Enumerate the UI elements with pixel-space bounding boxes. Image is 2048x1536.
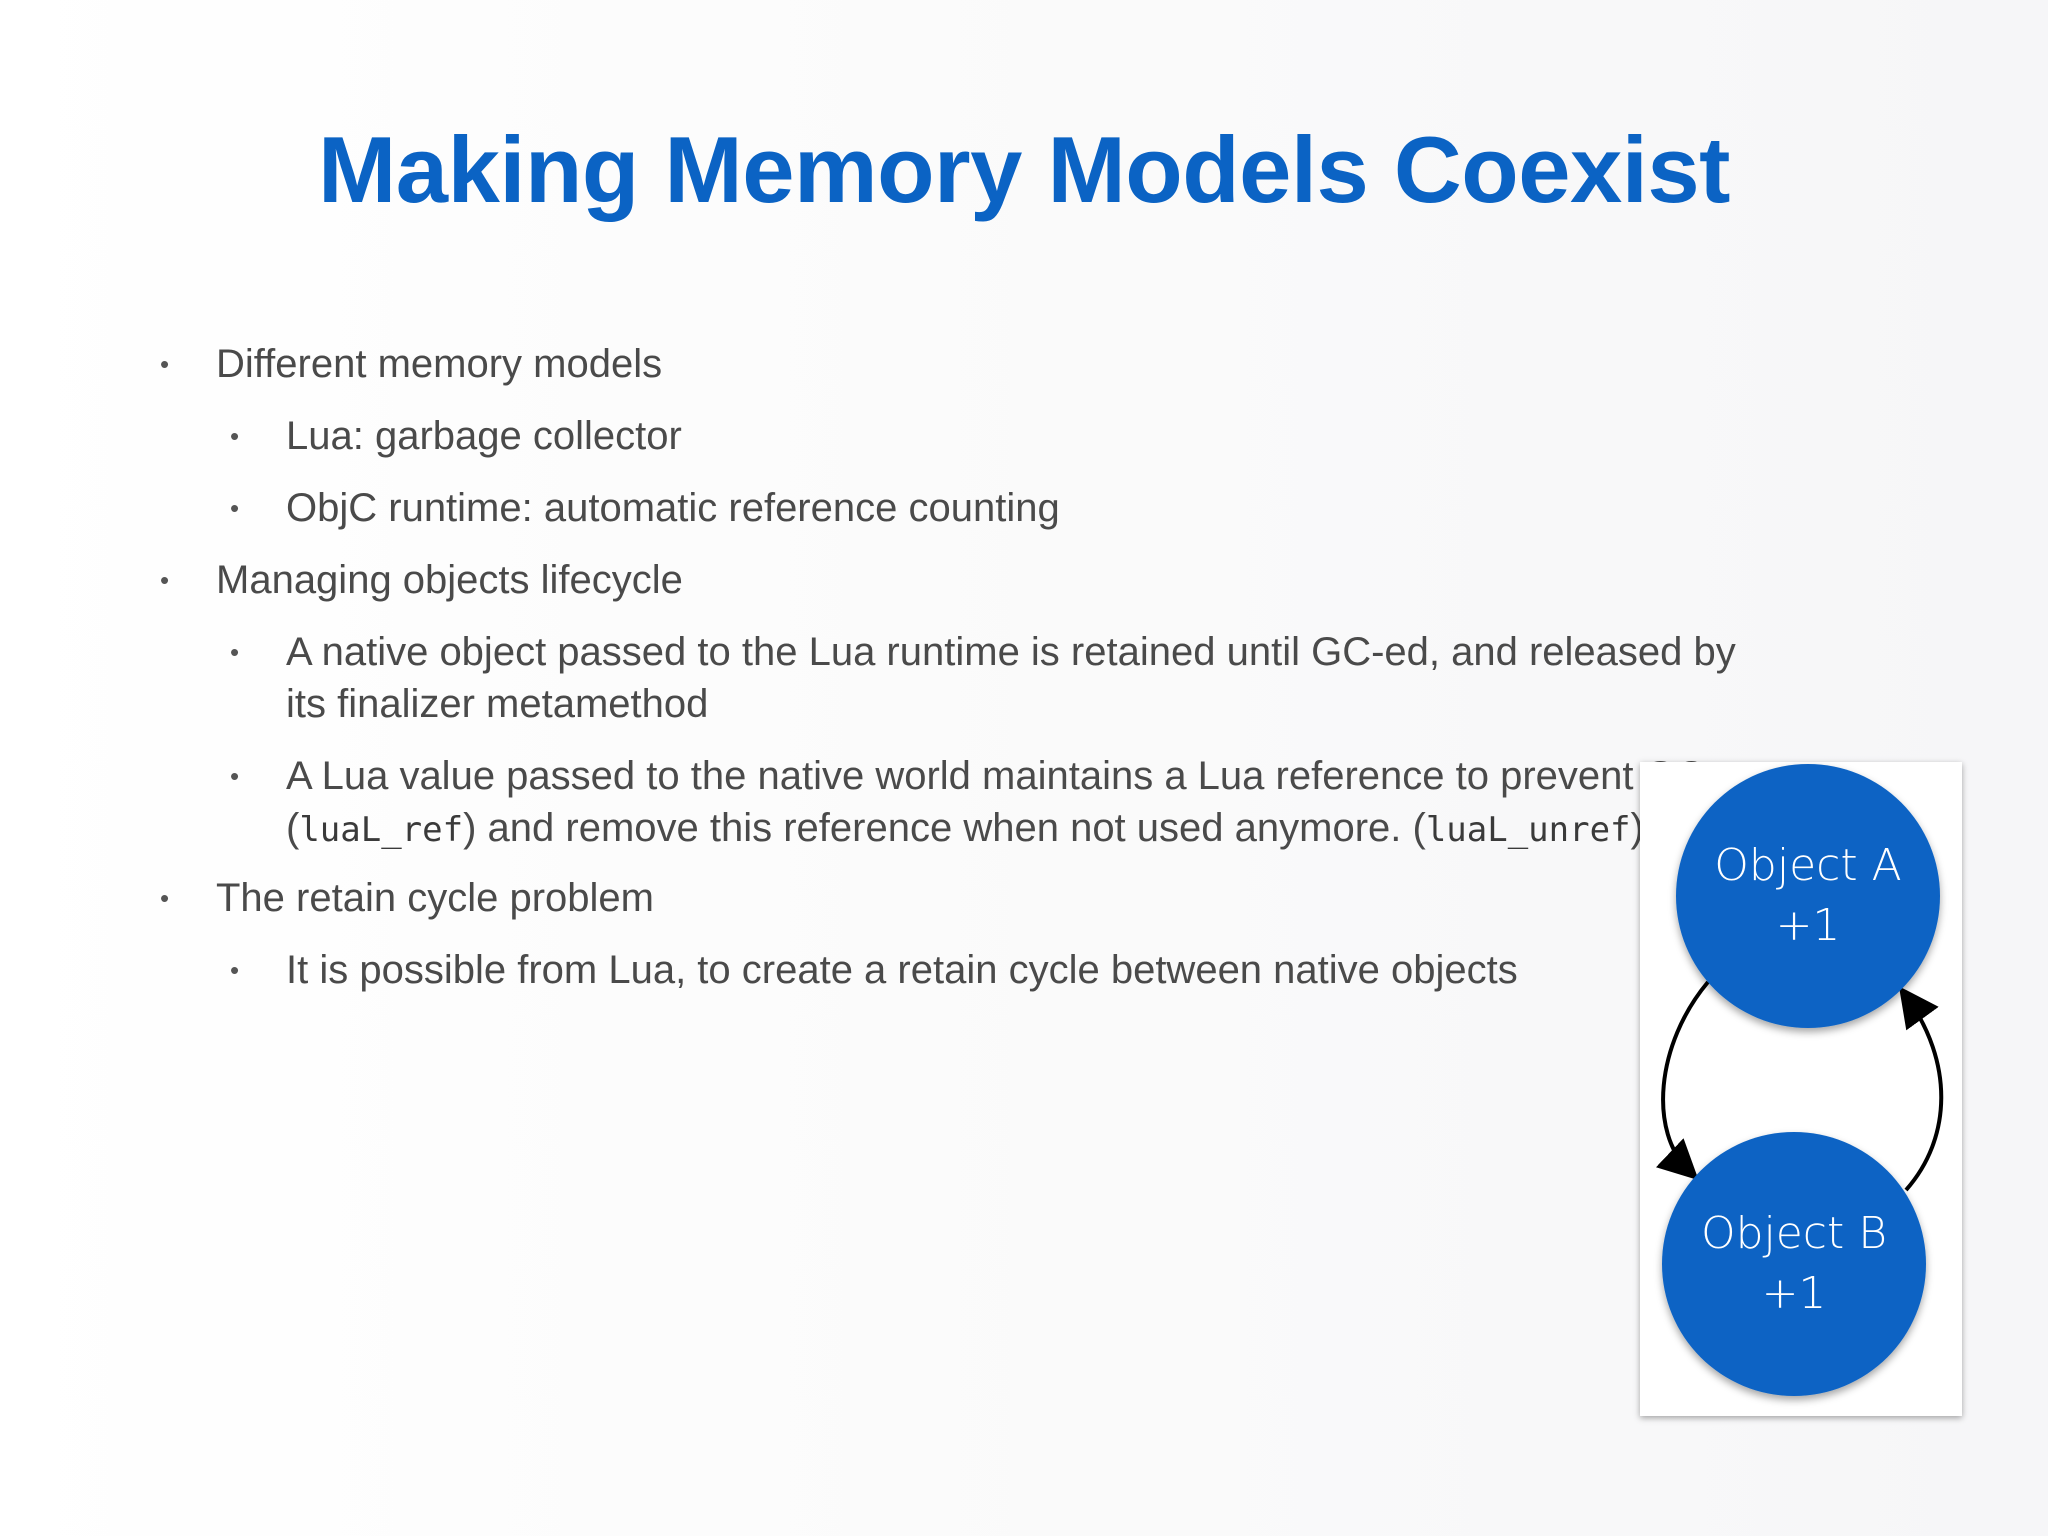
bullet-dot-icon: • — [230, 955, 240, 985]
bullet-text: Different memory models — [216, 342, 663, 386]
bullet-dot-icon: • — [160, 883, 170, 913]
bullet-lua-value-reference: • A Lua value passed to the native world… — [230, 750, 1705, 856]
bullet-text-mid: ) and remove this reference when not use… — [463, 806, 1426, 850]
arrow-a-to-b — [1655, 980, 1710, 1181]
node-object-b-name: Object B — [1700, 1208, 1888, 1259]
node-object-b-count: +1 — [1761, 1268, 1827, 1319]
bullet-native-object-retained: • A native object passed to the Lua runt… — [230, 626, 1736, 730]
diagram-graphic — [1655, 764, 1944, 1396]
bullet-lua-gc: • Lua: garbage collector — [230, 410, 682, 462]
bullet-text-line2: its finalizer metamethod — [286, 682, 709, 726]
bullet-dot-icon: • — [230, 637, 240, 667]
node-object-a-label: Object A +1 — [1677, 836, 1939, 956]
arrow-b-to-a — [1898, 986, 1944, 1192]
code-lual-unref: luaL_unref — [1425, 810, 1631, 850]
bullet-text: Managing objects lifecycle — [216, 558, 683, 602]
bullet-text: It is possible from Lua, to create a ret… — [286, 948, 1518, 992]
bullet-dot-icon: • — [230, 421, 240, 451]
node-object-b-circle — [1662, 1132, 1926, 1396]
node-object-b-label: Object B +1 — [1663, 1204, 1925, 1324]
bullet-text: ObjC runtime: automatic reference counti… — [286, 486, 1060, 530]
bullet-text-line1: A Lua value passed to the native world m… — [286, 754, 1705, 798]
retain-cycle-diagram: Object A +1 Object B +1 — [1640, 762, 1962, 1416]
bullet-text: The retain cycle problem — [216, 876, 654, 920]
bullet-retain-cycle-from-lua: • It is possible from Lua, to create a r… — [230, 944, 1518, 996]
code-lual-ref: luaL_ref — [299, 810, 464, 850]
bullet-different-memory-models: • Different memory models — [160, 338, 663, 390]
bullet-text-line1: A native object passed to the Lua runtim… — [286, 630, 1736, 674]
bullet-dot-icon: • — [160, 349, 170, 379]
bullet-dot-icon: • — [230, 493, 240, 523]
node-object-a-count: +1 — [1775, 900, 1841, 951]
bullet-dot-icon: • — [160, 565, 170, 595]
slide-title: Making Memory Models Coexist — [318, 117, 1730, 222]
bullet-objc-arc: • ObjC runtime: automatic reference coun… — [230, 482, 1060, 534]
node-object-a-name: Object A — [1714, 840, 1902, 891]
node-object-a-circle — [1676, 764, 1940, 1028]
bullet-retain-cycle: • The retain cycle problem — [160, 872, 654, 924]
bullet-dot-icon: • — [230, 761, 240, 791]
bullet-text: Lua: garbage collector — [286, 414, 682, 458]
bullet-managing-lifecycle: • Managing objects lifecycle — [160, 554, 683, 606]
bullet-text-open: ( — [286, 806, 300, 850]
